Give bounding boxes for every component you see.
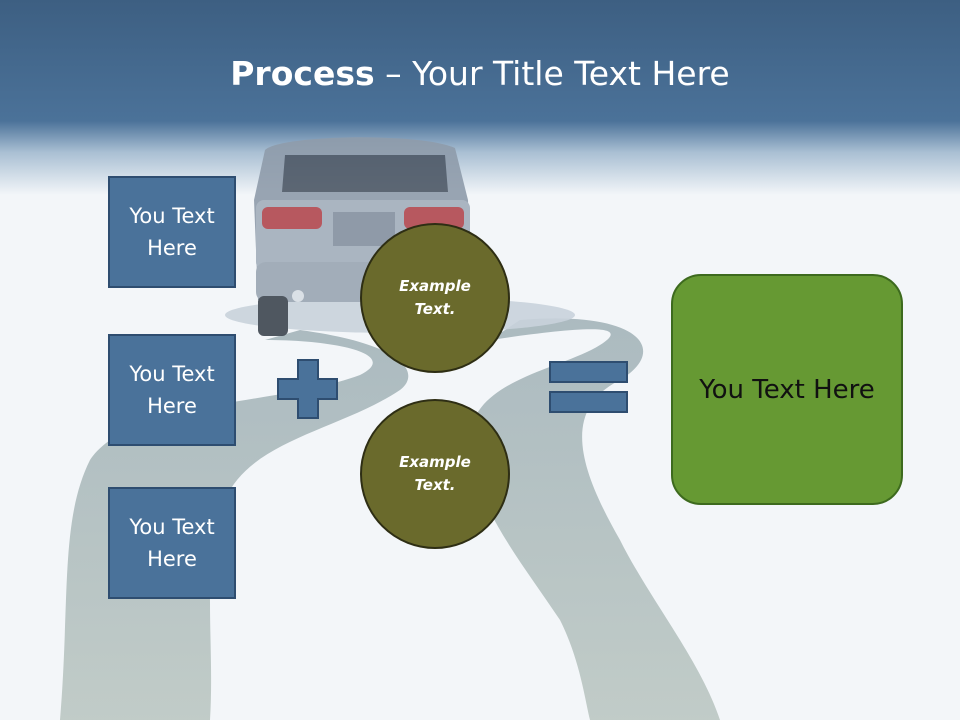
grass-track-right (470, 318, 720, 720)
result-box[interactable]: You Text Here (671, 274, 903, 505)
circle-2-line1: Example (399, 453, 471, 471)
plus-icon (277, 359, 338, 419)
result-box-label: You Text Here (699, 374, 875, 405)
equals-icon (549, 361, 628, 413)
text-box-3-line1: You Text (129, 515, 215, 539)
text-box-1-line1: You Text (129, 204, 215, 228)
title-bold: Process (230, 54, 375, 93)
text-box-1-line2: Here (147, 236, 197, 260)
circle-1-line1: Example (399, 277, 471, 295)
slide-title: Process – Your Title Text Here (0, 52, 960, 96)
title-rest: – Your Title Text Here (374, 54, 730, 93)
circle-1-line2: Text. (414, 300, 456, 318)
circle-2-line2: Text. (414, 476, 456, 494)
text-box-3-line2: Here (147, 547, 197, 571)
text-box-2-line2: Here (147, 394, 197, 418)
text-box-2-line1: You Text (129, 362, 215, 386)
